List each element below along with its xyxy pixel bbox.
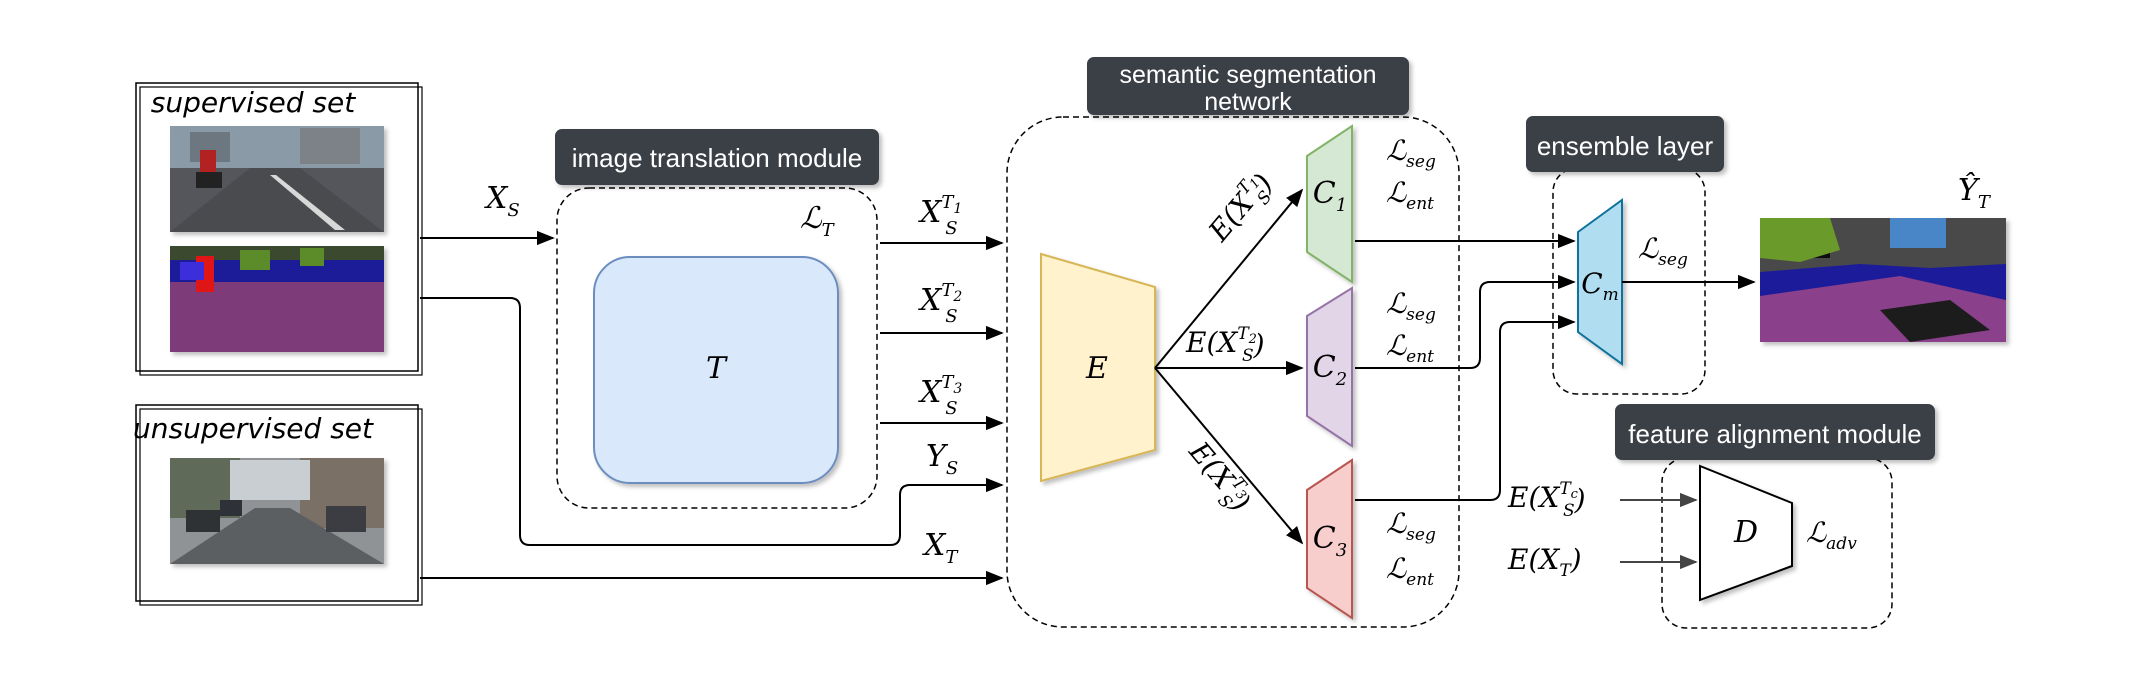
c2-seg-loss: ℒseg: [1386, 287, 1436, 325]
classifier-c1-block: [1306, 124, 1353, 284]
classifier-c3-label: C3: [1313, 521, 1347, 561]
segmentation-network-header: [1087, 57, 1409, 115]
arrow-ys: [420, 297, 1004, 546]
translator-block: [593, 256, 839, 484]
image-translation-module-header: [555, 129, 879, 185]
ensemble-cm-block: [1577, 198, 1623, 366]
ensemble-cm-label: Cm: [1581, 267, 1619, 305]
feature-alignment-module-header: [1615, 404, 1935, 460]
discriminator-symbol: D: [1733, 515, 1758, 550]
ensemble-layer: ensemble layer Cm ℒseg: [1526, 116, 1724, 395]
encoder-block: [1040, 252, 1156, 483]
c3-ent-loss: ℒent: [1386, 552, 1434, 590]
source-label-map: [170, 246, 384, 352]
c1-seg-loss: ℒseg: [1386, 134, 1436, 172]
target-prediction-map: [1760, 218, 2006, 342]
ensemble-layer-title: ensemble layer: [1537, 131, 1714, 161]
ensemble-seg-loss: ℒseg: [1638, 232, 1688, 270]
unsupervised-set-panel: unsupervised set: [133, 404, 423, 606]
c1-ent-loss: ℒent: [1386, 176, 1434, 214]
segmentation-network: semantic segmentation network E C1 C2 C3…: [1006, 57, 1460, 628]
encoded-xt-label: E(XT): [1507, 543, 1582, 581]
translator-symbol: T: [706, 351, 728, 386]
unsupervised-set-label: unsupervised set: [133, 412, 374, 445]
segmentation-network-title-line2: network: [1204, 88, 1292, 116]
c2-ent-loss: ℒent: [1386, 329, 1434, 367]
image-translation-module-title: image translation module: [572, 143, 863, 173]
ensemble-layer-header: [1526, 116, 1724, 172]
target-street-image: [170, 458, 384, 564]
supervised-set-label: supervised set: [151, 86, 356, 119]
encoded-xst1-label: E(XT1S): [1200, 165, 1283, 253]
discriminator-block: [1699, 464, 1793, 602]
connector-arrows: [420, 230, 1756, 586]
image-translation-module: image translation module T ℒT: [555, 129, 879, 509]
c3-seg-loss: ℒseg: [1386, 507, 1436, 545]
arrow-e-to-c1: [1154, 188, 1304, 369]
feature-alignment-module-title: feature alignment module: [1628, 419, 1921, 449]
xt-label: XT: [922, 528, 959, 568]
arrow-c3-to-cm: [1355, 314, 1576, 501]
classifier-c2-block: [1306, 286, 1353, 448]
classifier-c2-label: C2: [1313, 350, 1347, 390]
classifier-c1-label: C1: [1313, 176, 1347, 216]
supervised-set-panel: supervised set: [135, 82, 423, 376]
classifier-c3-block: [1306, 458, 1353, 620]
segmentation-network-title-line1: semantic segmentation: [1119, 61, 1376, 89]
arrow-e-to-c3: [1154, 367, 1304, 545]
prediction-label: ŶT: [1958, 172, 1992, 213]
translation-loss: ℒT: [800, 201, 836, 241]
source-game-image: [170, 126, 384, 232]
encoder-symbol: E: [1085, 351, 1108, 386]
ys-label: YS: [926, 439, 958, 479]
arrow-c2-to-cm: [1355, 274, 1576, 369]
adversarial-loss: ℒadv: [1806, 516, 1857, 554]
xs-label: XS: [484, 181, 520, 221]
